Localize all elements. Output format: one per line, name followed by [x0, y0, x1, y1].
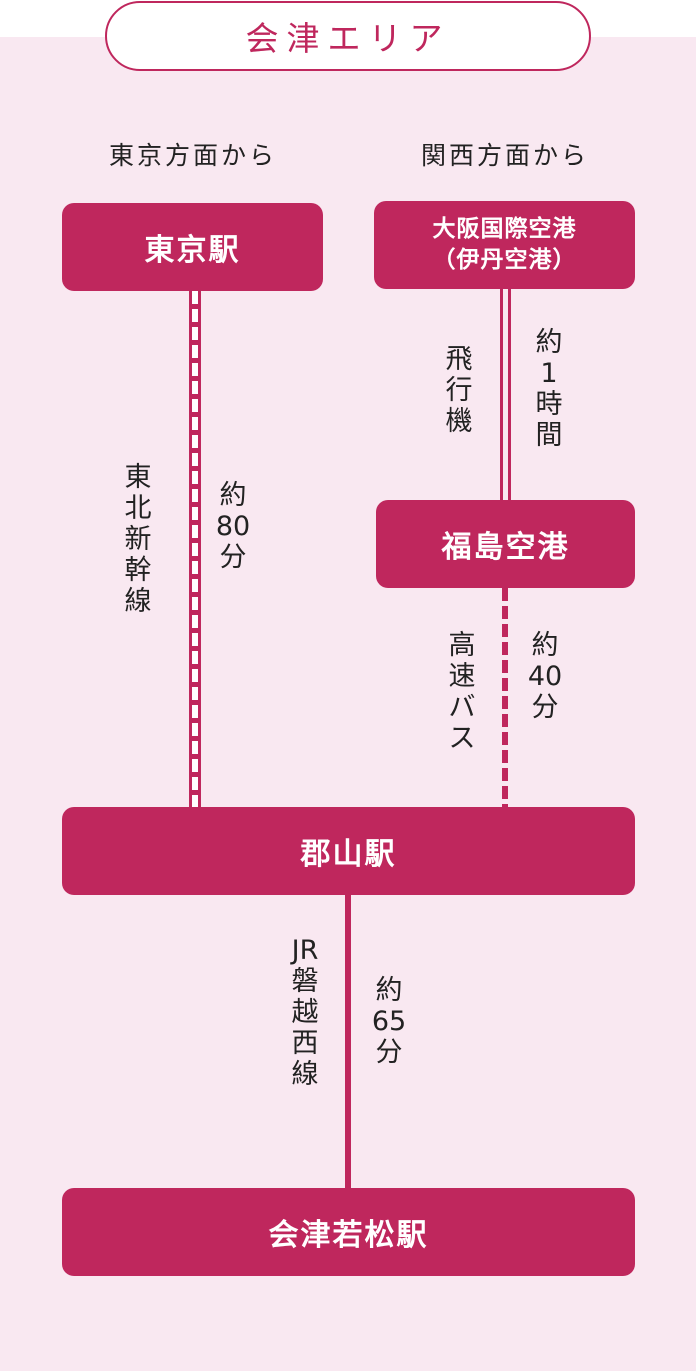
tohoku-shinkansen-line-dash [192, 291, 198, 807]
station-koriyama-label: 郡山駅 [300, 837, 397, 872]
heading-from-kansai: 関西方面から [420, 141, 589, 170]
station-aizuwakamatsu: 会津若松駅 [62, 1188, 635, 1276]
station-osaka-airport: 大阪国際空港 （伊丹空港） [374, 201, 635, 289]
bus-route-name: 高速バス [448, 630, 476, 754]
flight-line-right [508, 289, 511, 500]
station-osaka-airport-sublabel: （伊丹空港） [432, 247, 577, 273]
highway-bus-line [502, 588, 508, 808]
flight-route-time: 約1時間 [535, 327, 563, 451]
station-fukushima-airport: 福島空港 [376, 500, 635, 588]
station-tokyo: 東京駅 [62, 203, 323, 291]
station-osaka-airport-label: 大阪国際空港 [432, 216, 577, 242]
bus-route-time: 約40分 [527, 630, 563, 723]
banetsu-west-line [345, 895, 351, 1188]
tohoku-route-name: 東北新幹線 [124, 462, 152, 617]
station-koriyama: 郡山駅 [62, 807, 635, 895]
flight-line-left [500, 289, 503, 500]
banetsu-route-time: 約65分 [371, 975, 407, 1068]
heading-from-tokyo: 東京方面から [108, 141, 277, 170]
station-aizuwakamatsu-label: 会津若松駅 [268, 1218, 429, 1253]
area-title: 会津エリア [105, 1, 591, 71]
flight-route-name: 飛行機 [445, 344, 473, 437]
tohoku-route-time: 約80分 [215, 480, 251, 573]
banetsu-route-name: JR磐越西線 [291, 935, 319, 1090]
station-fukushima-airport-label: 福島空港 [441, 530, 570, 565]
station-tokyo-label: 東京駅 [144, 233, 241, 268]
